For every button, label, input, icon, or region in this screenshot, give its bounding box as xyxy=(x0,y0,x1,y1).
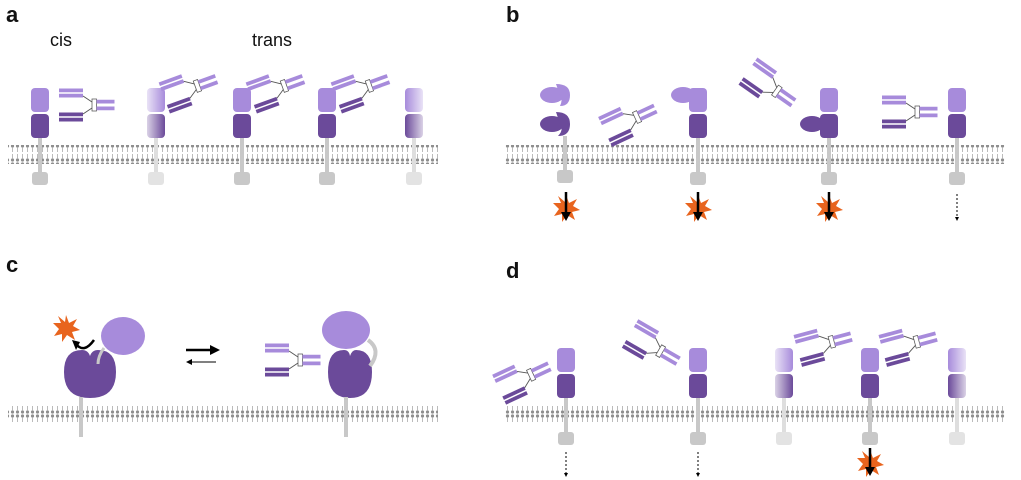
receptor-icon xyxy=(800,88,838,185)
trans-label: trans xyxy=(252,30,292,50)
membrane-d xyxy=(505,404,1005,423)
signal-arrow-icon xyxy=(693,212,703,221)
antibody-icon xyxy=(158,63,223,114)
receptor-icon xyxy=(689,88,707,185)
panel-b: b xyxy=(505,2,1005,222)
antibody-icon xyxy=(881,95,938,129)
receptor-icon xyxy=(318,88,336,185)
antibody-icon xyxy=(330,63,395,114)
weak-signal-arrow-icon xyxy=(955,217,959,221)
weak-signal-arrow-icon xyxy=(564,473,568,477)
receptor-icon xyxy=(948,88,966,185)
antibody-icon xyxy=(793,320,857,368)
receptor-icon xyxy=(64,317,145,437)
curved-arrow-icon xyxy=(72,340,80,350)
receptor-icon xyxy=(775,348,793,445)
antibody-icon xyxy=(491,350,557,406)
antibody-icon xyxy=(264,343,321,377)
receptor-icon xyxy=(948,348,966,445)
panel-d: d xyxy=(491,258,1005,477)
signal-arrow-icon xyxy=(561,212,571,221)
receptor-icon xyxy=(557,348,575,445)
antibody-icon xyxy=(597,93,663,148)
receptor-icon xyxy=(31,88,49,185)
signal-arrow-icon xyxy=(824,212,834,221)
receptor-icon xyxy=(540,84,573,183)
membrane-c xyxy=(8,404,438,423)
weak-signal-arrow-icon xyxy=(696,473,700,477)
antibody-icon xyxy=(245,63,310,114)
receptor-icon xyxy=(689,348,707,445)
panel-letter-a: a xyxy=(6,2,19,27)
cis-label: cis xyxy=(50,30,72,50)
panel-letter-c: c xyxy=(6,252,18,277)
receptor-icon xyxy=(147,88,165,185)
signal-star-icon xyxy=(53,315,80,342)
signal-arrow-icon xyxy=(865,467,875,476)
panel-a: a cis trans xyxy=(6,2,438,185)
panel-letter-b: b xyxy=(506,2,519,27)
membrane-a xyxy=(8,145,438,164)
receptor-icon xyxy=(861,348,879,445)
receptor-icon xyxy=(233,88,251,185)
equilibrium-arrows-icon xyxy=(186,345,220,365)
antibody-icon xyxy=(621,318,687,376)
receptor-icon xyxy=(405,88,423,185)
antibody-icon xyxy=(738,57,804,117)
receptor-icon xyxy=(322,311,378,437)
panel-letter-d: d xyxy=(506,258,519,283)
ligand-domain xyxy=(671,87,695,103)
antibody-icon xyxy=(58,88,115,122)
antibody-icon xyxy=(878,320,942,368)
membrane-b xyxy=(505,145,1005,164)
panel-c: c xyxy=(6,252,438,437)
